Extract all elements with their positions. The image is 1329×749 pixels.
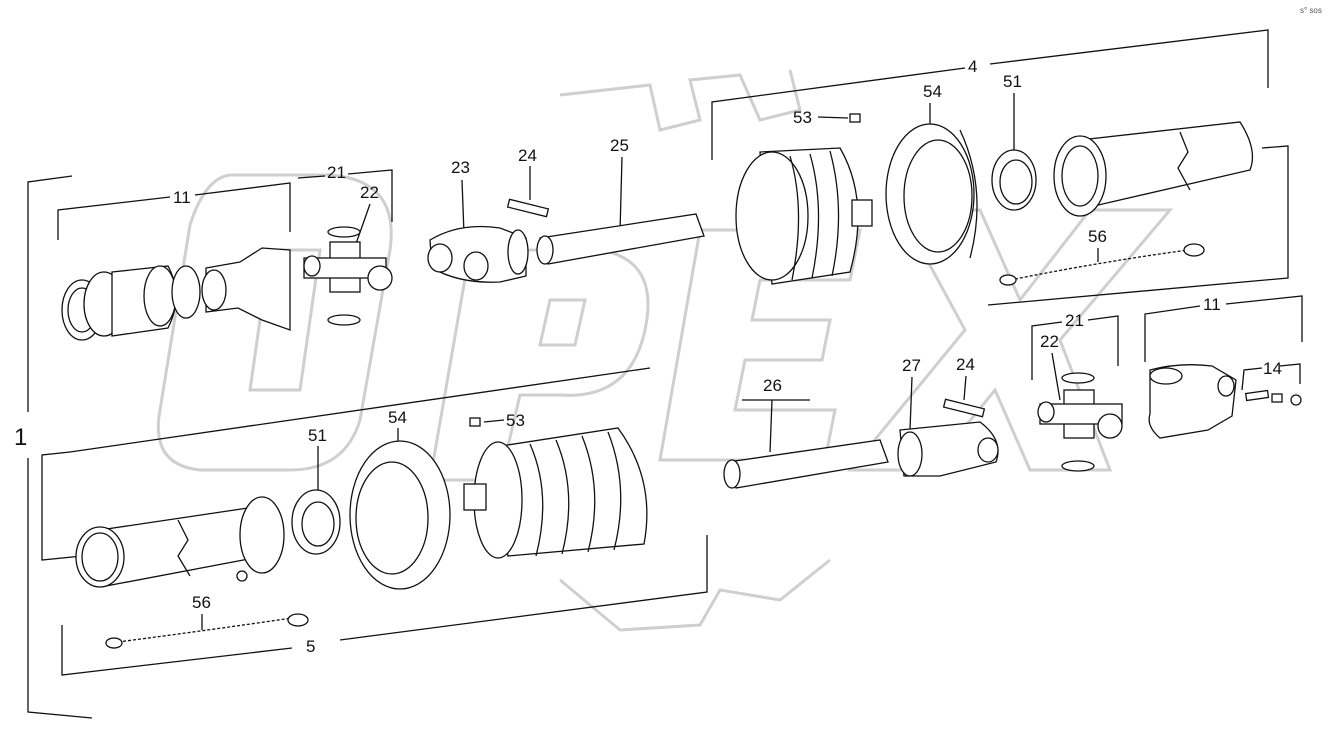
callout-screw-upper: 53 [793, 108, 812, 127]
screw-upper: 53 [793, 108, 861, 127]
callout-chain-upper: 56 [1088, 227, 1107, 246]
callout-guard-cone-lower: 54 [388, 408, 407, 427]
callout-inner-yoke-upper: 23 [451, 158, 470, 177]
outer-tube-upper [1053, 121, 1254, 217]
callout-lower-half: 5 [306, 637, 315, 656]
callout-inner-yoke-lower: 27 [902, 356, 921, 375]
pin-upper: 24 [506, 146, 550, 218]
inner-yoke-lower: 27 [897, 356, 999, 477]
watermark-logo [156, 69, 1174, 632]
yoke-assembly-upper: 11 [57, 182, 291, 341]
callout-cross-upper: 22 [360, 183, 379, 202]
callout-upper-half: 4 [968, 57, 977, 76]
callout-bearing-ring-upper: 51 [1003, 72, 1022, 91]
chain-upper: 56 [999, 227, 1205, 286]
bearing-ring-upper: 51 [991, 72, 1037, 211]
yoke-assembly-lower: 11 [1144, 295, 1303, 439]
assembly-bracket: 1 [14, 175, 93, 719]
bolt-set: 14 [1241, 359, 1302, 406]
callout-cross-lower: 22 [1040, 332, 1059, 351]
guard-cone-upper: 54 [885, 82, 978, 265]
callout-chain-lower: 56 [192, 593, 211, 612]
callout-profile-tube-upper: 25 [610, 136, 629, 155]
callout-screw-lower: 53 [506, 411, 525, 430]
callout-cross-kit-upper: 21 [327, 163, 346, 182]
guard-cone-lower: 54 [349, 408, 451, 590]
bearing-ring-lower: 51 [291, 426, 341, 555]
chain-lower: 56 [105, 593, 309, 649]
callout-yoke-lower: 11 [1203, 295, 1221, 314]
guard-tube-upper [735, 147, 873, 285]
lower-half-bracket: 5 [41, 367, 708, 676]
callout-yoke-upper: 11 [173, 188, 191, 207]
cross-kit-lower: 21 22 [1031, 311, 1123, 472]
upper-half-bracket: 4 [711, 29, 1289, 306]
corner-mark: s° sos [1300, 6, 1322, 15]
pin-lower: 24 [942, 355, 986, 418]
outer-tube-lower [75, 496, 285, 588]
callout-cross-kit-lower: 21 [1065, 311, 1084, 330]
callout-bearing-ring-lower: 51 [308, 426, 327, 445]
profile-tube-upper: 25 [536, 136, 705, 265]
callout-guard-cone-upper: 54 [923, 82, 942, 101]
callout-assembly: 1 [14, 424, 27, 451]
callout-pin-lower: 24 [956, 355, 975, 374]
screw-lower: 53 [469, 411, 525, 430]
profile-tube-lower: 26 [723, 376, 889, 489]
callout-profile-tube-lower: 26 [763, 376, 782, 395]
inner-yoke-upper: 23 [427, 158, 529, 283]
cross-kit-upper: 21 22 [297, 163, 393, 326]
callout-bolt-set: 14 [1263, 359, 1282, 378]
callout-pin-upper: 24 [518, 146, 537, 165]
guard-tube-lower [463, 427, 648, 559]
